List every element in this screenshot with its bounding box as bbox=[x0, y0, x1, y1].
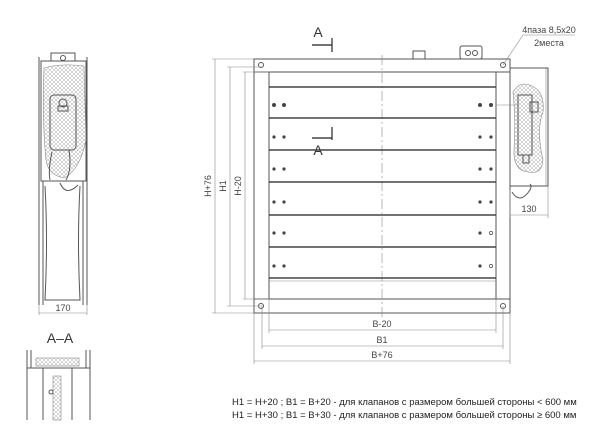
section-view-aa: A–A bbox=[26, 330, 91, 421]
section-view-title: A–A bbox=[47, 330, 74, 346]
callout-slots: 4паза 8,5х20 bbox=[522, 25, 575, 35]
dim-side-width: 170 bbox=[55, 303, 70, 313]
dim-h1: H1 bbox=[218, 180, 228, 192]
note-large-dampers: H1 = H+30 ; B1 = B+30 - для клапанов с р… bbox=[232, 410, 576, 421]
side-view: 170 bbox=[38, 52, 88, 315]
blades bbox=[269, 86, 496, 282]
section-marker-top: A bbox=[313, 24, 323, 40]
dim-h76: H+76 bbox=[203, 175, 213, 197]
dim-b1: B1 bbox=[376, 335, 387, 345]
dim-actuator-width: 130 bbox=[521, 204, 536, 214]
dim-b20: B-20 bbox=[372, 319, 391, 329]
callout-places: 2места bbox=[534, 38, 564, 48]
blade-axles bbox=[272, 103, 493, 268]
front-view: A A bbox=[203, 24, 576, 364]
dim-h20: H-20 bbox=[233, 176, 243, 196]
actuator-box bbox=[496, 67, 549, 199]
note-small-dampers: H1 = H+20 ; B1 = B+20 - для клапанов с р… bbox=[232, 397, 577, 408]
dim-b76: B+76 bbox=[371, 350, 392, 360]
